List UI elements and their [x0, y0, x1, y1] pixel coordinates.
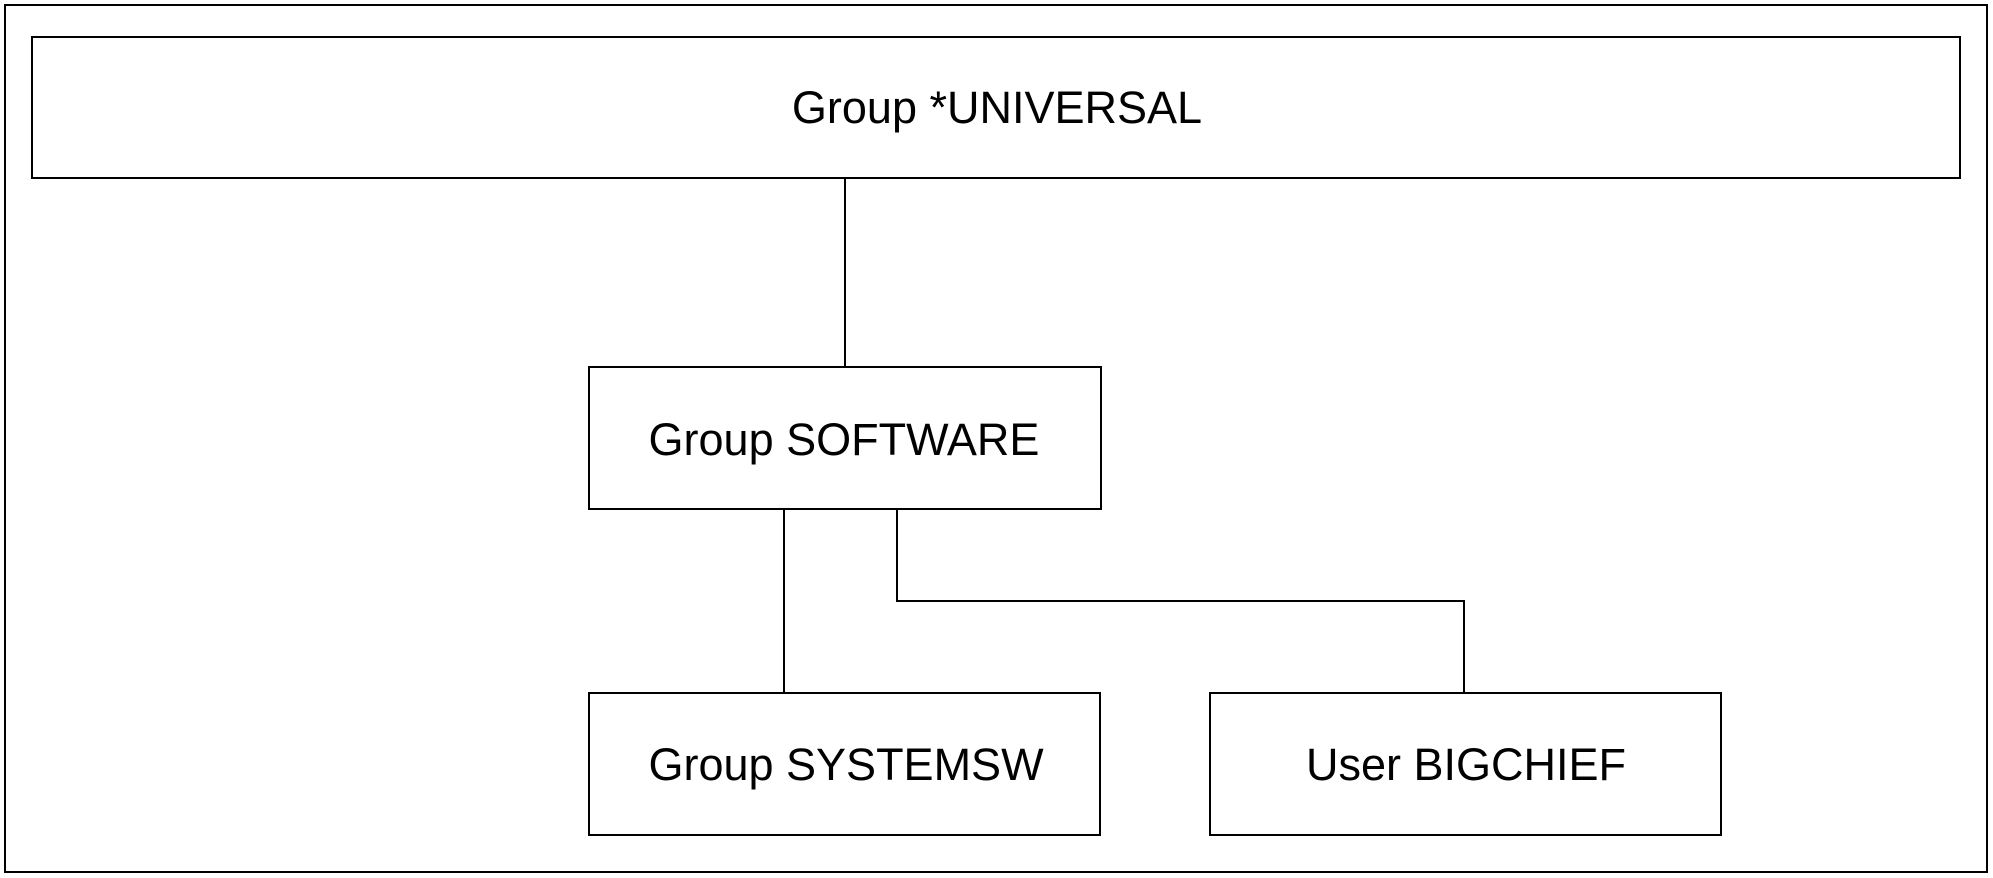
svg-text:User BIGCHIEF: User BIGCHIEF: [1306, 739, 1626, 790]
svg-text:Group SOFTWARE: Group SOFTWARE: [649, 414, 1040, 465]
svg-text:Group *UNIVERSAL: Group *UNIVERSAL: [792, 82, 1202, 133]
svg-text:Group SYSTEMSW: Group SYSTEMSW: [648, 739, 1044, 790]
